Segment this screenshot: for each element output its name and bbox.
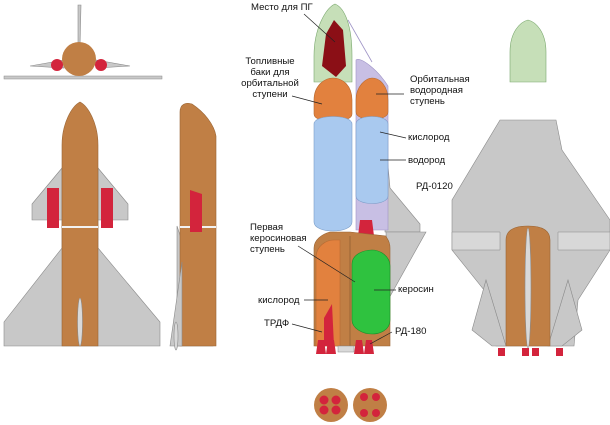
cutaway xyxy=(313,3,427,354)
label-line: баки для xyxy=(250,67,290,78)
front-view-ground-line xyxy=(3,75,163,80)
nozzle-dot xyxy=(319,405,329,415)
leader-line xyxy=(291,95,323,105)
payload-bay xyxy=(322,20,346,77)
nozzle-dot xyxy=(360,409,368,417)
assembled-engine xyxy=(498,348,505,356)
top-view-engine-right xyxy=(101,188,113,228)
assembled-view xyxy=(451,19,610,356)
turbojet-engine xyxy=(324,304,334,346)
front-view-tail-fin xyxy=(77,4,82,47)
front-view-fuselage xyxy=(62,42,96,76)
leader-line xyxy=(303,13,336,43)
assembled-nose xyxy=(509,19,547,83)
assembled-lower-wing-left xyxy=(471,278,507,347)
label-payload-place: Место для ПГ xyxy=(251,2,313,13)
cutaway-upper-engine xyxy=(358,220,374,236)
assembled-engine xyxy=(532,348,539,356)
label-line: Первая xyxy=(250,222,284,233)
label-oxygen-upper: кислород xyxy=(408,132,450,143)
assembled-center-fin xyxy=(524,227,532,349)
cutaway-nose-divider xyxy=(347,19,373,63)
cutaway-kerosene-tank xyxy=(351,249,391,335)
front-view xyxy=(3,4,163,80)
cutaway-left-hydrogen-tank xyxy=(313,116,353,232)
assembled-engines xyxy=(498,348,563,356)
label-orbital-stage: Орбитальная водородная ступень xyxy=(410,74,470,107)
nozzle-dot xyxy=(360,393,368,401)
nozzle-dot xyxy=(331,395,341,405)
top-view xyxy=(3,101,161,347)
nozzle-circle-left xyxy=(314,388,348,422)
nozzle-dot xyxy=(319,395,329,405)
assembled-engine xyxy=(522,348,529,356)
top-view-fuselage xyxy=(61,101,99,347)
side-view-fin-tip xyxy=(173,321,179,351)
leader-lines xyxy=(291,13,407,345)
label-engine-lower: РД-180 xyxy=(395,326,427,337)
side-view xyxy=(169,102,217,351)
label-line: керосиновая xyxy=(250,233,307,244)
nozzle-layout xyxy=(314,388,387,422)
label-line: водородная xyxy=(410,85,463,96)
lower-engines xyxy=(316,340,374,354)
top-view-stage-separator xyxy=(62,226,98,228)
label-oxygen-lower: кислород xyxy=(258,295,300,306)
assembled-lower-wing-right xyxy=(547,278,583,347)
lower-engine xyxy=(354,340,364,354)
cutaway-first-stage-oxygen xyxy=(315,239,341,347)
assembled-wingtip-left xyxy=(451,231,501,251)
side-view-engine xyxy=(190,190,202,232)
nozzle-circle-right xyxy=(353,388,387,422)
leader-line xyxy=(369,331,393,345)
nozzle-dot xyxy=(331,405,341,415)
label-first-stage: Первая керосиновая ступень xyxy=(250,222,307,255)
label-turbojet: ТРДФ xyxy=(264,318,290,329)
label-kerosene: керосин xyxy=(398,284,434,295)
cutaway-right-hydrogen-tank xyxy=(355,116,389,204)
front-view-engine-left xyxy=(51,59,63,71)
label-hydrogen: водород xyxy=(408,155,446,166)
label-line: ступень xyxy=(410,96,445,107)
label-line: Топливные xyxy=(245,56,295,67)
lower-engine xyxy=(316,340,326,354)
leader-line xyxy=(379,131,407,139)
cutaway-upper-wing xyxy=(384,131,421,233)
front-view-engine-right xyxy=(95,59,107,71)
label-engine-upper: РД-0120 xyxy=(416,181,453,192)
label-fuel-tanks: Топливные баки для орбитальной ступени xyxy=(238,56,302,100)
label-line: ступени xyxy=(252,89,288,100)
nozzle-dot xyxy=(372,409,380,417)
assembled-engine xyxy=(556,348,563,356)
leader-line xyxy=(291,323,323,333)
label-line: Орбитальная xyxy=(410,74,470,85)
leader-line xyxy=(297,245,356,283)
cutaway-left-oxygen-tank xyxy=(313,77,353,122)
engine-mount xyxy=(337,345,355,353)
label-line: ступень xyxy=(250,244,285,255)
top-view-engine-left xyxy=(47,188,59,228)
lower-engine xyxy=(326,340,336,354)
nozzle-dot xyxy=(372,393,380,401)
label-line: орбитальной xyxy=(241,78,299,89)
top-view-fin xyxy=(77,297,83,347)
assembled-wingtip-right xyxy=(557,231,610,251)
